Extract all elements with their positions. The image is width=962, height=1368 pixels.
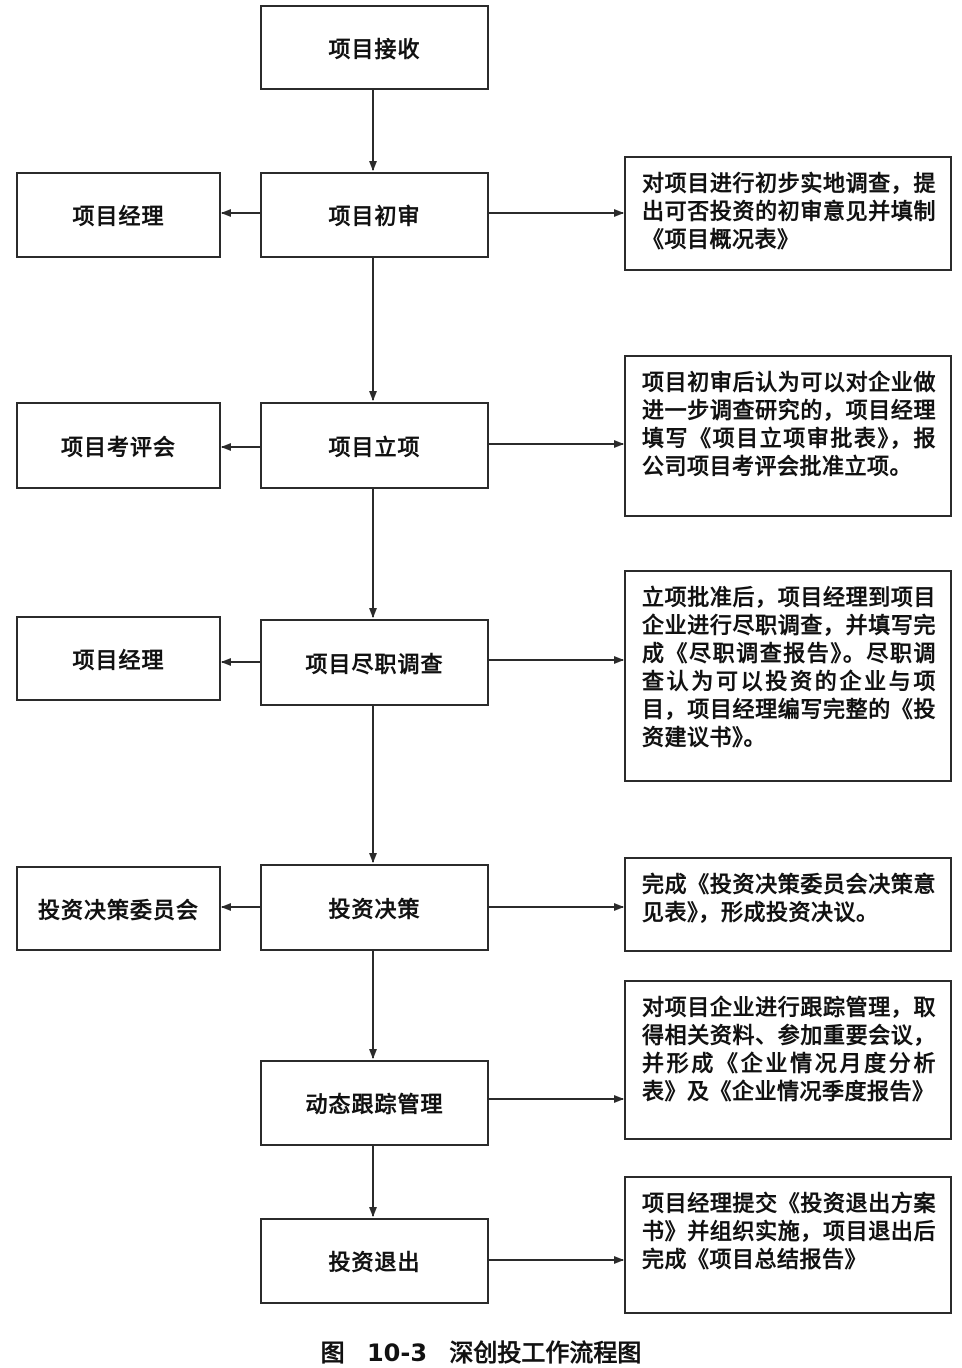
step-due-diligence: 项目尽职调查 [260, 619, 489, 706]
role-project-manager-dd: 项目经理 [16, 616, 221, 701]
step-project-receive: 项目接收 [260, 5, 489, 90]
note-due-diligence: 立项批准后，项目经理到项目企业进行尽职调查，并填写完成《尽职调查报告》。尽职调查… [624, 570, 952, 782]
step-initial-review: 项目初审 [260, 172, 489, 258]
note-initial-review: 对项目进行初步实地调查，提出可否投资的初审意见并填制《项目概况表》 [624, 156, 952, 271]
step-investment-exit: 投资退出 [260, 1218, 489, 1304]
note-dynamic-tracking: 对项目企业进行跟踪管理，取得相关资料、参加重要会议，并形成《企业情况月度分析表》… [624, 980, 952, 1140]
role-project-evaluation-committee: 项目考评会 [16, 402, 221, 489]
note-project-approval: 项目初审后认为可以对企业做进一步调查研究的，项目经理填写《项目立项审批表》，报公… [624, 355, 952, 517]
note-investment-exit: 项目经理提交《投资退出方案书》并组织实施，项目退出后完成《项目总结报告》 [624, 1176, 952, 1314]
note-investment-decision: 完成《投资决策委员会决策意见表》，形成投资决议。 [624, 857, 952, 952]
step-investment-decision: 投资决策 [260, 864, 489, 951]
step-dynamic-tracking: 动态跟踪管理 [260, 1060, 489, 1146]
step-project-approval: 项目立项 [260, 402, 489, 489]
role-investment-committee: 投资决策委员会 [16, 866, 221, 951]
role-project-manager-review: 项目经理 [16, 172, 221, 258]
figure-caption: 图 10-3 深创投工作流程图 [320, 1339, 642, 1367]
